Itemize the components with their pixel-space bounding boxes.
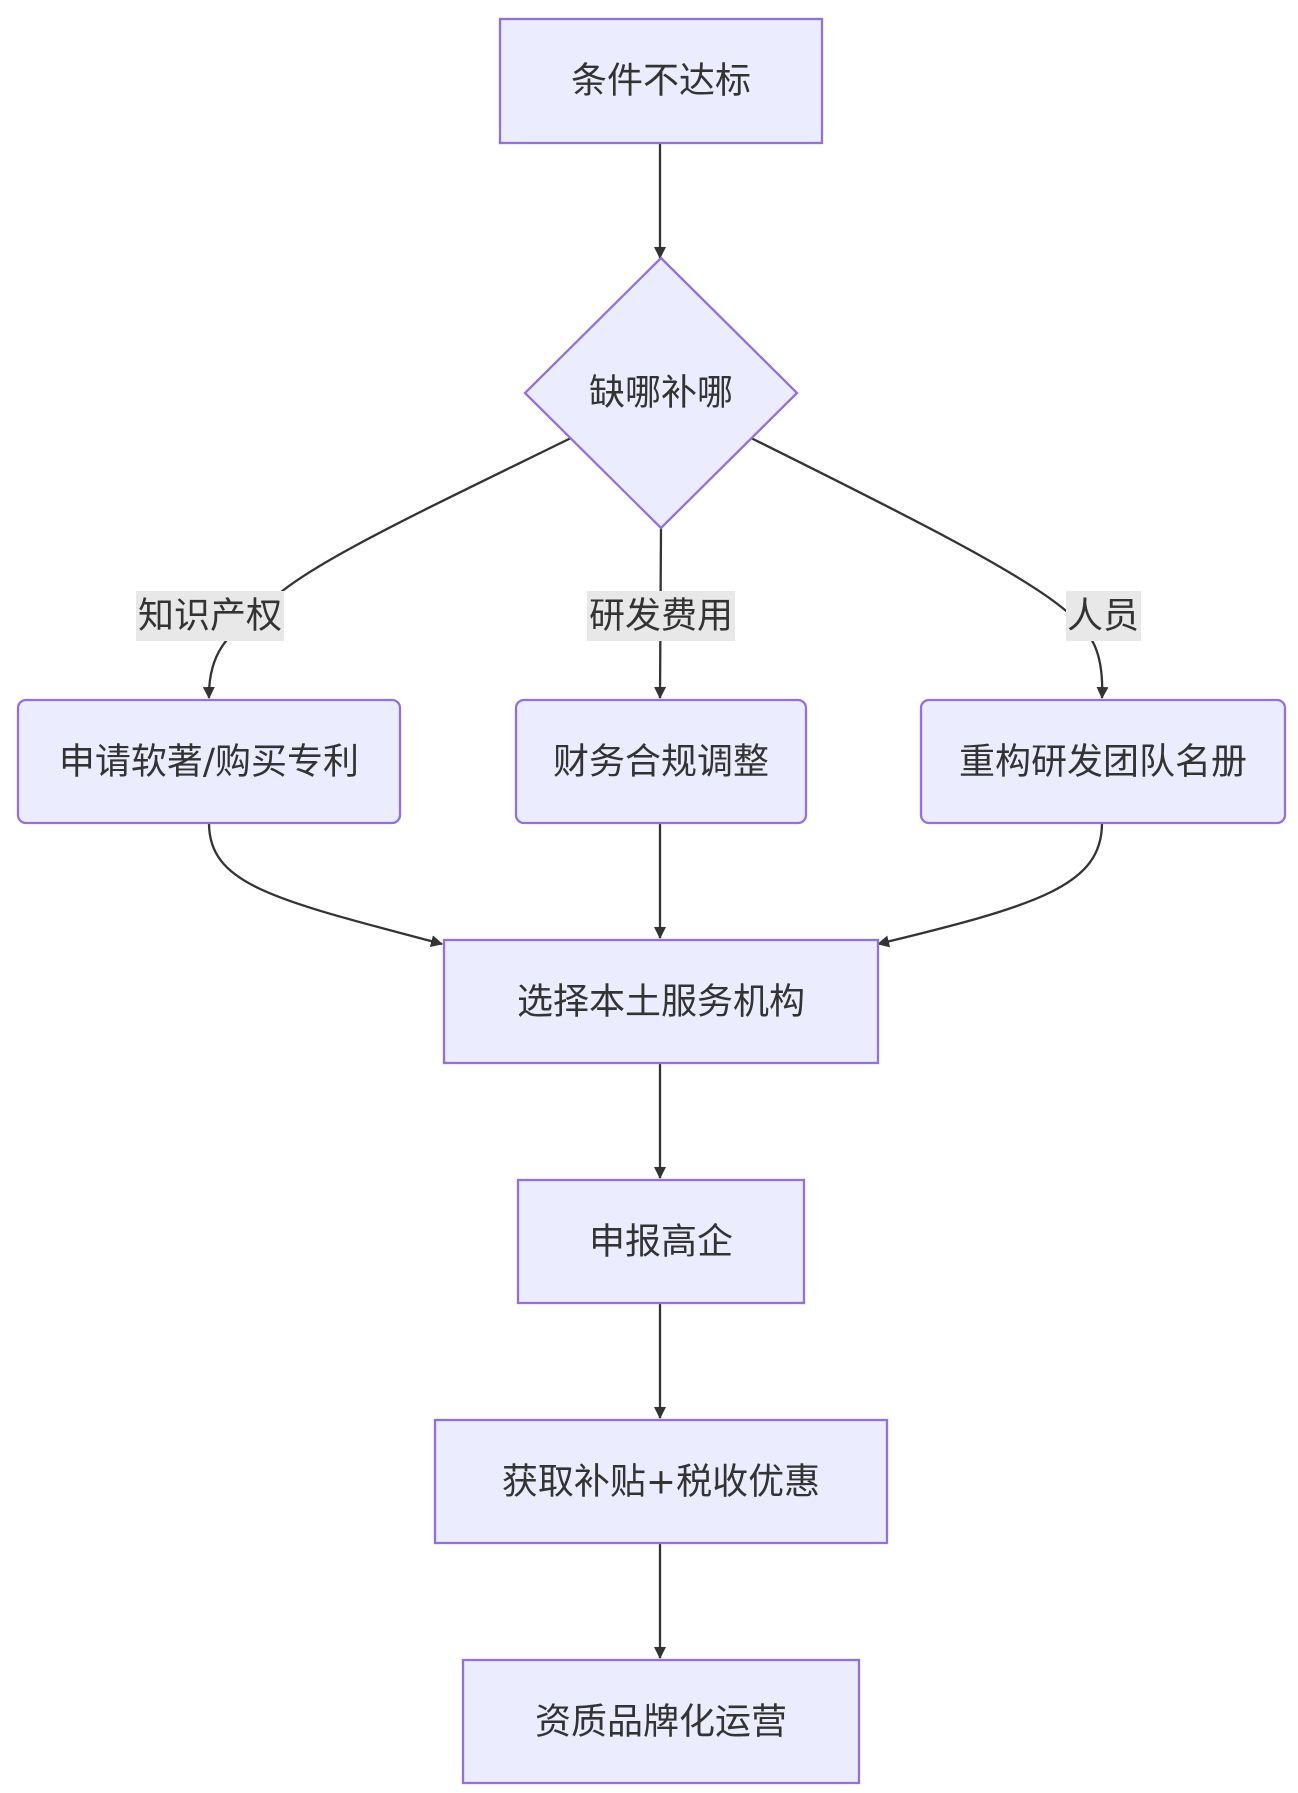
node-team: 重构研发团队名册 <box>919 698 1287 825</box>
edge-ip-to-agency <box>207 822 443 947</box>
edge-team-to-agency <box>877 822 1104 948</box>
node-decision-label: 缺哪补哪 <box>589 373 733 414</box>
edge-decision-to-team <box>750 436 1109 699</box>
node-ip-label: 申请软著/购买专利 <box>59 742 359 783</box>
node-ip: 申请软著/购买专利 <box>16 698 402 825</box>
edge-label-rd-cost-bg <box>587 591 735 641</box>
node-team-box <box>919 698 1287 825</box>
node-start-label: 条件不达标 <box>571 61 751 102</box>
node-benefit-box <box>433 1418 889 1545</box>
edge-label-staff: 人员 <box>1066 591 1141 641</box>
node-finance: 财务合规调整 <box>514 698 808 825</box>
node-finance-box <box>514 698 808 825</box>
edge-label-ip-bg <box>136 591 284 641</box>
node-benefit-label: 获取补贴+税收优惠 <box>502 1462 820 1503</box>
node-brand-box <box>461 1658 861 1785</box>
node-brand-label: 资质品牌化运营 <box>535 1702 787 1743</box>
node-agency-box <box>442 938 880 1065</box>
edge-label-staff-text: 人员 <box>1067 596 1139 637</box>
node-decision-diamond <box>523 256 799 530</box>
edge-label-staff-bg <box>1066 591 1141 641</box>
edge-label-rd-cost-text: 研发费用 <box>589 596 733 637</box>
edge-label-ip-text: 知识产权 <box>138 596 282 637</box>
node-start-box <box>498 17 824 145</box>
edges <box>202 143 1109 1659</box>
node-ip-box <box>16 698 402 825</box>
node-apply-label: 申报高企 <box>589 1222 733 1263</box>
node-finance-label: 财务合规调整 <box>553 742 769 783</box>
node-apply: 申报高企 <box>516 1178 806 1305</box>
node-start: 条件不达标 <box>498 17 824 145</box>
node-benefit: 获取补贴+税收优惠 <box>433 1418 889 1545</box>
edge-decision-to-ip <box>202 436 572 699</box>
edge-label-ip: 知识产权 <box>136 591 284 641</box>
node-apply-box <box>516 1178 806 1305</box>
node-agency-label: 选择本土服务机构 <box>517 982 805 1023</box>
node-agency: 选择本土服务机构 <box>442 938 880 1065</box>
node-decision: 缺哪补哪 <box>523 256 799 530</box>
node-brand: 资质品牌化运营 <box>461 1658 861 1785</box>
edge-label-rd-cost: 研发费用 <box>587 591 735 641</box>
node-team-label: 重构研发团队名册 <box>959 742 1247 783</box>
